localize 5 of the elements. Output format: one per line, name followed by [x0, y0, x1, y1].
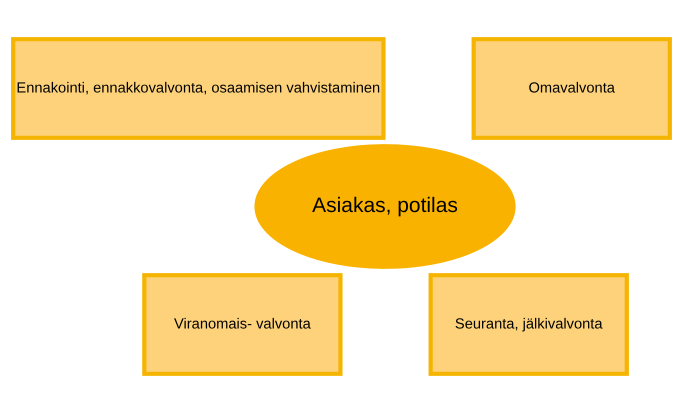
node-ellipse: Asiakas, potilas: [254, 144, 516, 269]
node-box: Viranomais- valvonta: [142, 273, 342, 376]
node-box: Ennakointi, ennakkovalvonta, osaamisen vahvistaminen: [10, 37, 386, 140]
node-box: Seuranta, jälkivalvonta: [428, 273, 628, 376]
node-box: Omavalvonta: [471, 37, 672, 140]
